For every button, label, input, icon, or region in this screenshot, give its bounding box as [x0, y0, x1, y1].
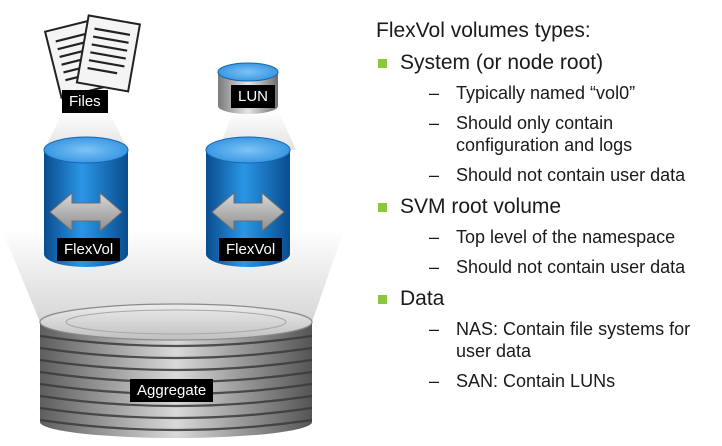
- flexvol-left-arrow-icon: [49, 191, 123, 233]
- flexvol-left-label: FlexVol: [57, 238, 121, 261]
- list-item: –Should only contain configuration and l…: [429, 113, 633, 155]
- lun-label: LUN: [231, 85, 276, 108]
- section-svm-root: SVM root volume –Top level of the namesp…: [372, 194, 717, 278]
- panel-heading: FlexVol volumes types:: [376, 19, 591, 42]
- list-item: –SAN: Contain LUNs: [429, 371, 616, 391]
- list-item: –Top level of the namespace: [429, 227, 676, 247]
- section-title: Data: [400, 287, 445, 310]
- bullet-square-icon: [378, 203, 387, 212]
- bullet-square-icon: [378, 295, 387, 304]
- section-data: Data –NAS: Contain file systems for user…: [372, 286, 717, 392]
- aggregate-label: Aggregate: [130, 379, 214, 402]
- section-title: SVM root volume: [400, 195, 562, 218]
- bullet-square-icon: [378, 59, 387, 68]
- volume-types-panel: FlexVol volumes types: System (or node r…: [372, 18, 717, 400]
- files-document-icon: [43, 14, 142, 99]
- flexvol-right-arrow-icon: [211, 191, 285, 233]
- section-system: System (or node root) –Typically named “…: [372, 50, 717, 186]
- aggregate-cylinder: [39, 303, 313, 438]
- volume-type-list: System (or node root) –Typically named “…: [372, 50, 717, 392]
- section-title: System (or node root): [400, 51, 604, 74]
- flexvol-right-label: FlexVol: [219, 238, 283, 261]
- list-item: –Should not contain user data: [429, 165, 686, 185]
- list-item: –Typically named “vol0”: [429, 83, 636, 103]
- files-label: Files: [62, 90, 108, 113]
- list-item: –NAS: Contain file systems for user data: [429, 319, 691, 361]
- list-item: –Should not contain user data: [429, 257, 686, 277]
